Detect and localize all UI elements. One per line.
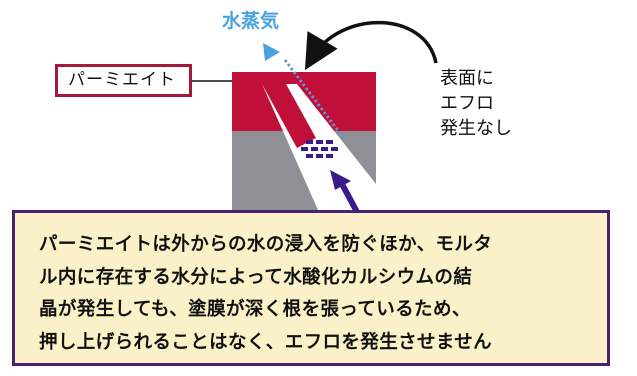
caption-line: 押し上げられることはなく、エフロを発生させません [39, 331, 493, 353]
result-line: エフロ [440, 93, 494, 114]
curved-arrow-icon [304, 20, 438, 71]
vapor-path [283, 59, 347, 141]
result-text: 表面に エフロ 発生なし [440, 66, 512, 141]
crystal-pointer-arrow [339, 182, 360, 214]
caption-line: 晶が発生しても、塗膜が深く根を張っているため、 [39, 299, 471, 320]
coating-in-crack [262, 84, 316, 148]
vapor-arrow-icon [263, 43, 280, 61]
crystal-bricks [301, 140, 338, 158]
caption-line: パーミエイトは外からの水の浸入を防ぐほか、モルタ [39, 234, 493, 255]
vapor-label: 水蒸気 [222, 10, 280, 32]
result-line: 発生なし [440, 118, 512, 139]
caption-box: パーミエイトは外からの水の浸入を防ぐほか、モルタ ル内に存在する水分によって水酸… [12, 210, 610, 366]
crystal-pointer-arrowhead-icon [330, 170, 351, 190]
result-line: 表面に [440, 68, 494, 89]
material-label: パーミエイト [55, 64, 192, 97]
caption-line: ル内に存在する水分によって水酸化カルシウムの結 [39, 266, 473, 288]
